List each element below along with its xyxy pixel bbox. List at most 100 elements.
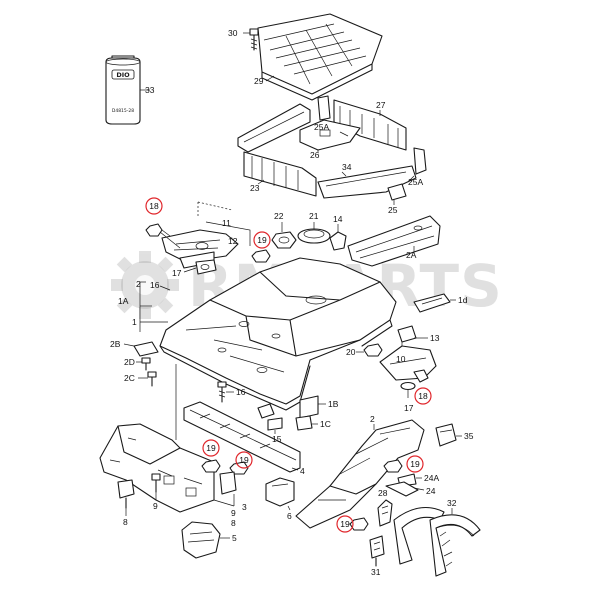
nut-20 — [356, 343, 383, 357]
callout-30: 30 — [228, 28, 238, 38]
nut-19-bottom — [349, 517, 369, 531]
mount-17 — [183, 259, 217, 275]
callout-32: 32 — [447, 498, 457, 508]
callout-4: 4 — [300, 466, 305, 476]
bolt-16 — [217, 381, 234, 403]
callout-31: 31 — [371, 567, 381, 577]
callout-18-lower: 18 — [418, 391, 428, 401]
callout-13: 13 — [430, 333, 440, 343]
plug-21 — [297, 222, 331, 244]
bracket-rear — [379, 345, 437, 398]
callout-2-right: 2 — [370, 414, 375, 424]
bracket-9-8 — [219, 471, 237, 506]
side-member-2A — [347, 215, 441, 267]
callout-22: 22 — [274, 211, 284, 221]
cross-member-23 — [243, 151, 317, 197]
callout-2d: 2D — [124, 357, 135, 367]
callout-33: 33 — [145, 85, 155, 95]
callout-17-upper: 17 — [172, 268, 182, 278]
callout-17-lower: 17 — [404, 403, 414, 413]
clip-14 — [329, 224, 347, 251]
bolt-2D — [136, 357, 151, 371]
callout-9-center: 9 — [231, 508, 236, 518]
grommet-22 — [271, 222, 297, 249]
callout-14: 14 — [333, 214, 343, 224]
callout-20: 20 — [346, 347, 356, 357]
bolt-8-left — [117, 479, 135, 516]
callout-19-upper-ring — [253, 231, 271, 249]
screw-30 — [243, 28, 259, 51]
bracket-1B — [299, 395, 326, 419]
nut-19-right — [383, 459, 403, 473]
nut-19-lower-b — [229, 461, 249, 475]
sill-4 — [175, 364, 301, 473]
callout-19-a-ring — [202, 439, 220, 457]
callout-2: 2 — [136, 279, 141, 289]
bracket-6 — [265, 477, 295, 511]
callout-29: 29 — [254, 76, 264, 86]
group-bracket-2 — [139, 281, 171, 332]
bolt-2C — [138, 371, 157, 387]
callout-8-left: 8 — [123, 517, 128, 527]
can-label-bottom: D4815-28 — [112, 108, 134, 114]
callout-16-lower: 16 — [236, 387, 246, 397]
callout-1a: 1A — [118, 296, 129, 306]
cross-bar — [237, 103, 311, 153]
callout-35: 35 — [464, 431, 474, 441]
can-label-top: DIO — [116, 71, 130, 79]
callout-21: 21 — [309, 211, 319, 221]
floor-panel-29 — [257, 13, 383, 101]
callout-27: 27 — [376, 100, 386, 110]
callout-15: 15 — [272, 434, 282, 444]
callout-16-upper: 16 — [150, 280, 160, 290]
clip-28 — [377, 499, 393, 527]
plate-1d — [413, 293, 456, 313]
callout-6: 6 — [287, 511, 292, 521]
callout-28: 28 — [378, 488, 388, 498]
nut-19-upper — [251, 249, 271, 263]
clip-31 — [369, 535, 385, 567]
bracket-25A — [387, 147, 427, 205]
callout-19-upper: 19 — [257, 235, 267, 245]
nut-19-lower-a — [201, 459, 221, 473]
callout-19-b: 19 — [239, 455, 249, 465]
nut-18-upper — [145, 223, 171, 237]
callout-25a-upper: 25A — [314, 122, 329, 132]
brace-26 — [299, 119, 361, 152]
callout-8-center: 8 — [231, 518, 236, 528]
spray-can: DIO D4815-28 — [105, 55, 150, 125]
side-panel-3 — [99, 423, 235, 513]
callout-1d: 1d — [458, 295, 468, 305]
wheel-arch-32 — [429, 508, 481, 577]
callout-18-upper-ring — [145, 197, 163, 215]
bracket-24 — [385, 481, 425, 497]
callout-19-c-ring — [406, 455, 424, 473]
callout-19-c: 19 — [410, 459, 420, 469]
callout-19-d: 19 — [340, 519, 350, 529]
callout-5: 5 — [232, 533, 237, 543]
callout-26: 26 — [310, 150, 320, 160]
gear-icon — [111, 251, 179, 319]
callout-24a: 24A — [424, 473, 439, 483]
callout-1c: 1C — [320, 419, 331, 429]
callout-19-a: 19 — [206, 443, 216, 453]
callout-34: 34 — [342, 162, 352, 172]
callout-2b: 2B — [110, 339, 121, 349]
can-logo-icon: DIO — [111, 69, 135, 80]
bracket-15 — [257, 403, 283, 434]
callout-1: 1 — [132, 317, 137, 327]
bracket-2B — [123, 341, 159, 357]
callout-11: 11 — [222, 218, 231, 228]
callout-25a-lower: 25A — [408, 177, 423, 187]
floor-pan-1 — [140, 257, 397, 411]
callout-1b: 1B — [328, 399, 339, 409]
callout-18-upper: 18 — [149, 201, 159, 211]
callout-2a: 2A — [406, 250, 417, 260]
callout-24: 24 — [426, 486, 436, 496]
bracket-assembly-11 — [159, 229, 239, 269]
callout-23: 23 — [250, 183, 260, 193]
bolt-9 — [151, 473, 161, 500]
callout-19-d-ring — [336, 515, 354, 533]
